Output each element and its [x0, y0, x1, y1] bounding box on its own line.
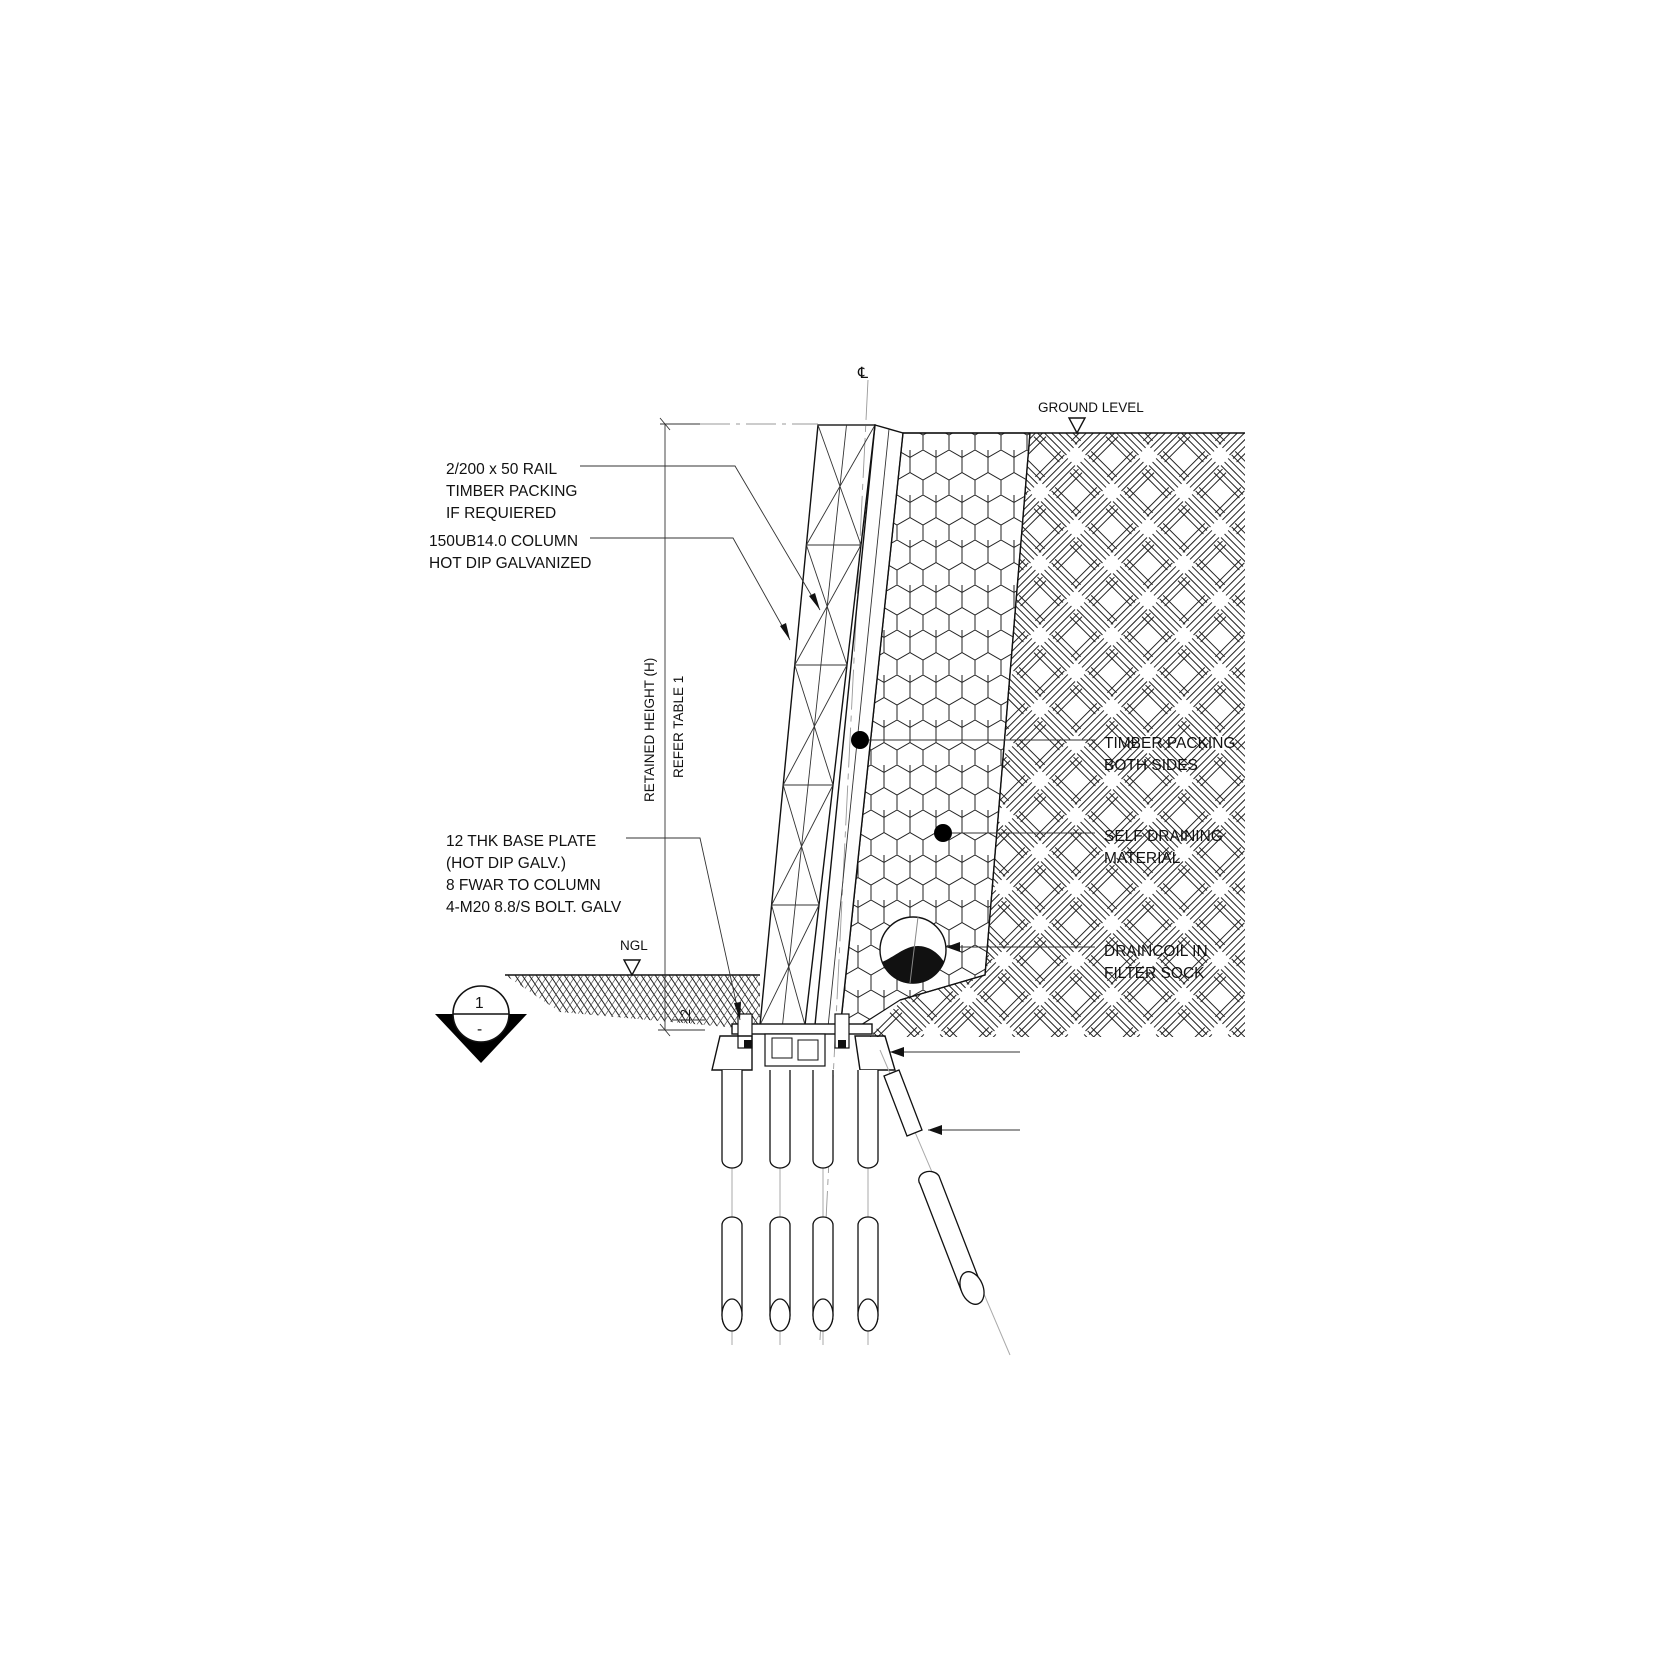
column-callout-line-2: HOT DIP GALVANIZED — [429, 555, 592, 572]
centreline-symbol: ℄ — [857, 365, 868, 382]
base-plate-callout-line-1: 12 THK BASE PLATE — [446, 833, 596, 850]
retained-height-dimension — [658, 417, 818, 1037]
ground-level-marker-icon — [1067, 417, 1087, 435]
ground-level-label: GROUND LEVEL — [1038, 400, 1144, 415]
self-draining-callout-line-2: MATERIAL — [1104, 850, 1181, 867]
base-plate-callout-line-4: 4-M20 8.8/S BOLT. GALV — [446, 899, 622, 916]
section-sheet: - — [477, 1021, 482, 1038]
self-draining-marker — [934, 824, 952, 842]
timber-packing-marker — [851, 731, 869, 749]
steel-column-and-rails — [759, 424, 904, 1031]
column-callout-line-1: 150UB14.0 COLUMN — [429, 533, 578, 550]
column-centreline — [819, 379, 869, 1341]
draincoil-callout-line-2: FILTER SOCK — [1104, 965, 1205, 982]
retained-height-label: RETAINED HEIGHT (H) — [642, 658, 657, 802]
draincoil-callout-line-1: DRAINCOIL IN — [1104, 943, 1208, 960]
dim-12-label: 12 — [678, 1009, 693, 1024]
base-plate-callout-line-3: 8 FWAR TO COLUMN — [446, 877, 601, 894]
ngl-label: NGL — [620, 938, 648, 953]
callout-leaders — [580, 465, 1095, 1135]
rail-callout-line-3: IF REQUIERED — [446, 505, 556, 522]
timber-packing-callout-line-2: BOTH SIDES — [1104, 757, 1198, 774]
refer-table-label: REFER TABLE 1 — [671, 676, 686, 778]
ngl-marker-icon — [622, 959, 642, 977]
timber-packing-callout-line-1: TIMBER PACKING — [1104, 735, 1235, 752]
ground-anchor-pipes — [721, 1049, 1011, 1356]
rail-callout-line-1: 2/200 x 50 RAIL — [446, 461, 558, 478]
section-number: 1 — [475, 995, 484, 1012]
self-draining-callout-line-1: SELF DRAINING — [1104, 828, 1223, 845]
section-marker-icon — [435, 985, 527, 1063]
base-plate-callout-line-2: (HOT DIP GALV.) — [446, 855, 566, 872]
rail-callout-line-2: TIMBER PACKING — [446, 483, 577, 500]
draincoil-pipe-icon — [879, 916, 947, 984]
base-plate-assembly — [711, 1013, 896, 1071]
